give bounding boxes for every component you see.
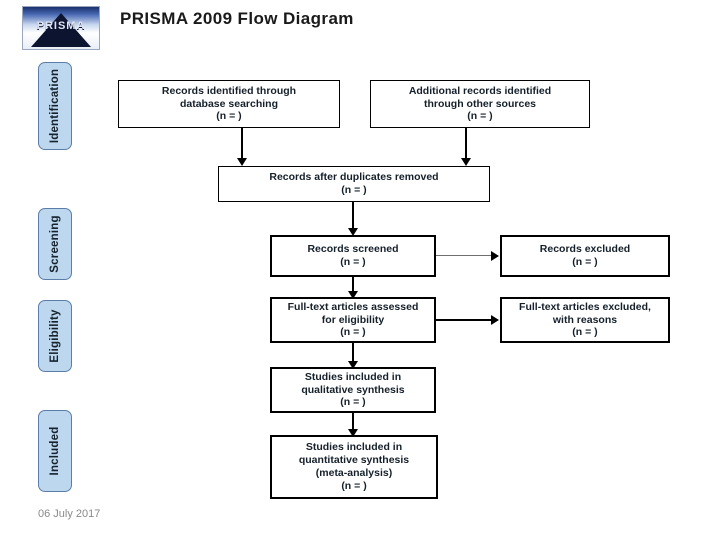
stage-label-screening-text: Screening	[49, 215, 61, 273]
stage-label-screening: Screening	[38, 208, 72, 280]
connector-database-to-duplicates	[241, 128, 243, 161]
connector-other-sources-to-duplicates	[465, 128, 467, 161]
connector-qualitative-to-quantitative	[352, 413, 354, 435]
stage-label-identification-text: Identification	[49, 68, 61, 144]
pyramid-icon	[31, 13, 91, 47]
arrowhead-other-sources-to-duplicates	[461, 158, 471, 166]
arrowhead-screened-to-fulltext	[348, 291, 358, 299]
arrowhead-fulltext-to-qualitative	[348, 361, 358, 369]
arrowhead-duplicates-to-screened	[348, 228, 358, 236]
connector-fulltext-to-qualitative	[352, 343, 354, 367]
box-studies-quantitative-synthesis: Studies included in quantitative synthes…	[270, 435, 438, 499]
page-title: PRISMA 2009 Flow Diagram	[120, 9, 354, 28]
connector-screened-to-fulltext	[352, 277, 354, 297]
box-additional-records-other-sources: Additional records identified through ot…	[370, 80, 590, 128]
stage-label-included-text: Included	[49, 426, 61, 476]
footer-date: 06 July 2017	[38, 508, 101, 520]
arrowhead-screened-to-excluded	[491, 251, 499, 261]
box-fulltext-assessed-eligibility: Full-text articles assessed for eligibil…	[270, 297, 436, 343]
arrowhead-fulltext-to-excluded	[491, 315, 499, 325]
arrowhead-qualitative-to-quantitative	[348, 429, 358, 437]
box-studies-qualitative-synthesis: Studies included in qualitative synthesi…	[270, 367, 436, 413]
box-records-excluded: Records excluded (n = )	[500, 235, 670, 277]
stage-label-included: Included	[38, 410, 72, 492]
box-records-screened: Records screened (n = )	[270, 235, 436, 277]
prisma-logo: PRISMA	[22, 6, 100, 50]
box-records-identified-database: Records identified through database sear…	[118, 80, 340, 128]
stage-label-eligibility: Eligibility	[38, 300, 72, 372]
connector-screened-to-excluded	[436, 255, 494, 257]
stage-label-eligibility-text: Eligibility	[49, 309, 61, 363]
connector-duplicates-to-screened	[352, 202, 354, 232]
box-fulltext-excluded-with-reasons: Full-text articles excluded, with reason…	[500, 297, 670, 343]
box-records-after-duplicates-removed: Records after duplicates removed (n = )	[218, 166, 490, 202]
arrowhead-database-to-duplicates	[237, 158, 247, 166]
connector-fulltext-to-excluded	[436, 319, 494, 321]
logo-wordmark: PRISMA	[36, 20, 86, 32]
stage-label-identification: Identification	[38, 62, 72, 150]
